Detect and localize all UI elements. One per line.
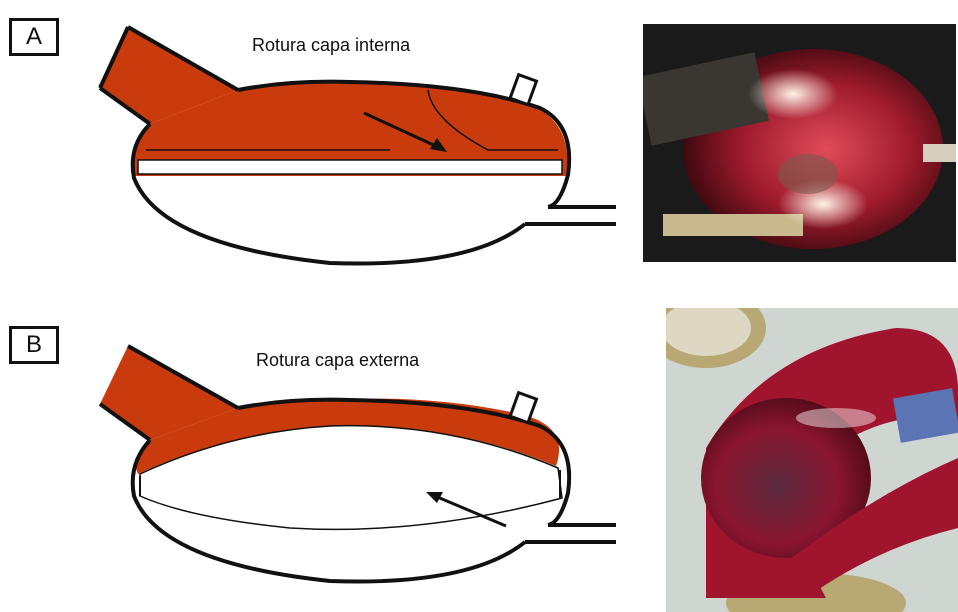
panel-a-outflow-tube [525,207,616,224]
panel-a-air-port [510,75,536,105]
panel-b-outflow-tube [525,525,616,542]
panel-a-caption: Rotura capa interna [252,35,410,56]
panel-b-photo [666,308,958,612]
panel-a-photo [643,24,956,262]
panel-a: A Rotura capa interna [0,0,958,306]
panel-b-caption: Rotura capa externa [256,350,419,371]
panel-b: B Rotura capa externa [0,306,958,612]
panel-a-membrane [138,160,562,174]
